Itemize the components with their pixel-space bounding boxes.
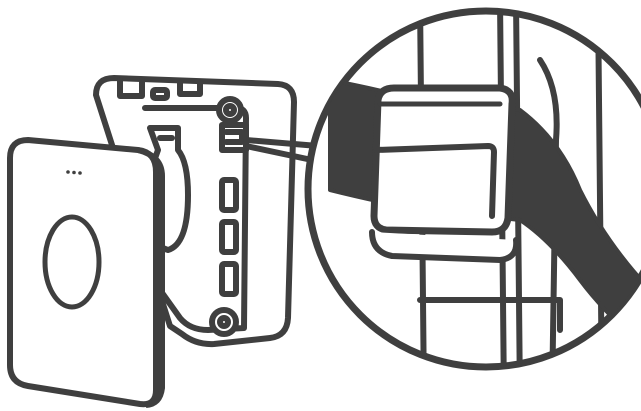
cover-panel-icon [7, 137, 165, 408]
magnifier-inset-icon [304, 7, 641, 371]
latch-clip-icon [219, 122, 249, 153]
callout-leader [243, 137, 321, 163]
